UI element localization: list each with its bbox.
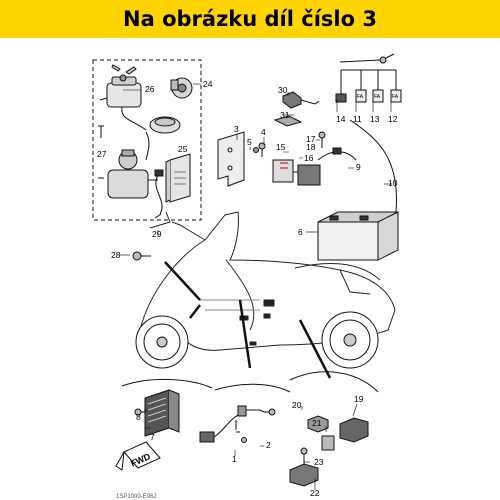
callout-18: 18: [306, 142, 316, 152]
battery-cable-10: [349, 119, 398, 213]
footer-reference: 1SP1000-E062: [116, 494, 157, 500]
callout-10: 10: [388, 178, 398, 188]
callout-5: 5: [247, 137, 252, 147]
callout-9: 9: [356, 162, 361, 172]
bolt-4: [258, 142, 266, 157]
fuse-label-1: FA: [357, 94, 364, 100]
starter-relay: [272, 159, 321, 186]
fwd-arrow: [115, 441, 161, 471]
front-wheel: [135, 315, 189, 369]
callout-17: 17: [306, 134, 316, 144]
seat-lock-knob: [170, 77, 193, 99]
bolt-23: [300, 447, 308, 464]
bolt-5: [253, 147, 259, 153]
callout-15: 15: [276, 142, 286, 152]
fuse-label-2: FA: [374, 94, 381, 100]
callout-30: 30: [278, 85, 288, 95]
bracket-3: [217, 131, 245, 187]
ecu-unit: [165, 153, 191, 203]
callout-14: 14: [336, 114, 346, 124]
wire-29: [155, 174, 163, 215]
relay-19: [339, 417, 369, 443]
relay-30: [282, 91, 320, 109]
cover-31: [273, 115, 303, 127]
battery: [317, 211, 399, 261]
rectifier-regulator: [144, 389, 180, 437]
callout-4: 4: [261, 127, 266, 137]
parts-diagram: 24 26 27 25 29 28 3 4 5 30 31 15 16 17 1…: [92, 53, 402, 500]
callout-31: 31: [280, 110, 290, 120]
callout-27: 27: [97, 149, 107, 159]
screw-17: [318, 131, 326, 148]
callout-2: 2: [266, 440, 271, 450]
bolt-28: [132, 251, 151, 261]
relay-20: [307, 415, 329, 433]
callout-3: 3: [234, 124, 239, 134]
callout-12: 12: [388, 114, 398, 124]
main-switch-part: [99, 64, 147, 131]
callout-1: 1: [232, 454, 237, 464]
callout-24: 24: [203, 79, 213, 89]
callout-23: 23: [314, 457, 324, 467]
fuel-tank-cap: [149, 116, 181, 134]
callout-26: 26: [145, 84, 155, 94]
seat-lock-assembly: [98, 131, 158, 199]
sensor-harness: [199, 405, 276, 443]
part-22: [289, 463, 319, 487]
ignition-group-frame: [92, 59, 202, 221]
callout-7: 7: [150, 432, 155, 442]
scooter-outline: [139, 211, 396, 351]
screw-8: [134, 408, 146, 416]
fuse-label-3: FA: [392, 94, 399, 100]
callout-13: 13: [370, 114, 380, 124]
rear-wheel: [321, 311, 379, 369]
callout-6: 6: [298, 227, 303, 237]
screw-27: [98, 125, 104, 138]
callout-25: 25: [178, 144, 188, 154]
title-banner: Na obrázku díl číslo 3: [0, 0, 500, 38]
callout-20: 20: [292, 400, 302, 410]
callout-29: 29: [152, 229, 162, 239]
relay-21: [321, 435, 335, 451]
banner-title: Na obrázku díl číslo 3: [123, 7, 377, 31]
callout-28: 28: [111, 250, 121, 260]
fuse-box: [335, 53, 402, 103]
callout-8: 8: [136, 412, 141, 422]
callout-11: 11: [353, 114, 362, 124]
callout-19: 19: [354, 394, 364, 404]
callout-21: 21: [312, 418, 322, 428]
callout-16: 16: [304, 153, 314, 163]
callout-22: 22: [310, 488, 320, 498]
